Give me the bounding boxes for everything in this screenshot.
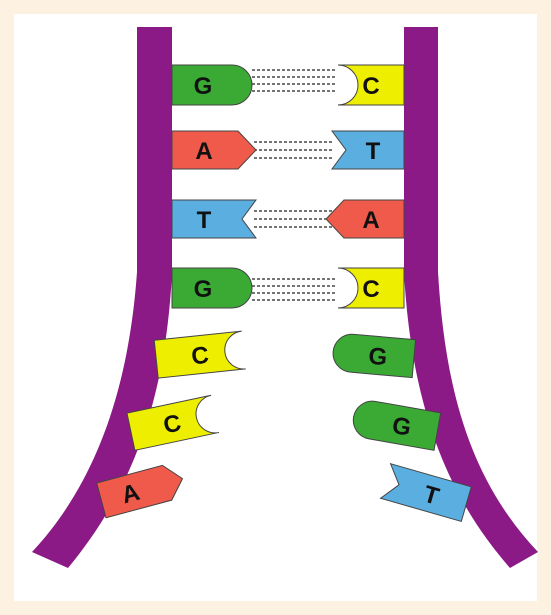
right-unpaired-G-1: G <box>331 333 415 378</box>
base-letter: T <box>366 138 381 165</box>
left-base-T-3: T <box>172 200 256 238</box>
base-letter: C <box>362 276 379 303</box>
left-base-G-4: G <box>172 268 252 308</box>
right-base-C-4: C <box>338 268 404 308</box>
left-base-A-2: A <box>172 131 256 169</box>
base-letter: C <box>362 73 379 100</box>
right-base-T-2: T <box>332 131 404 169</box>
hydrogen-bonds-row-1 <box>252 70 335 91</box>
base-letter: C <box>190 342 210 371</box>
left-unpaired-C-1: C <box>154 331 245 378</box>
hydrogen-bonds-row-2 <box>254 142 332 158</box>
hydrogen-bonds-row-3 <box>254 211 332 227</box>
left-base-G-1: G <box>172 65 252 105</box>
right-base-A-3: A <box>326 200 404 238</box>
base-letter: G <box>194 276 213 303</box>
base-letter: A <box>195 138 212 165</box>
hydrogen-bonds-row-4 <box>252 279 335 300</box>
base-letter: G <box>367 343 388 372</box>
base-letter: G <box>194 73 213 100</box>
base-letter: A <box>362 207 379 234</box>
right-base-C-1: C <box>338 65 404 105</box>
base-letter: T <box>197 207 212 234</box>
